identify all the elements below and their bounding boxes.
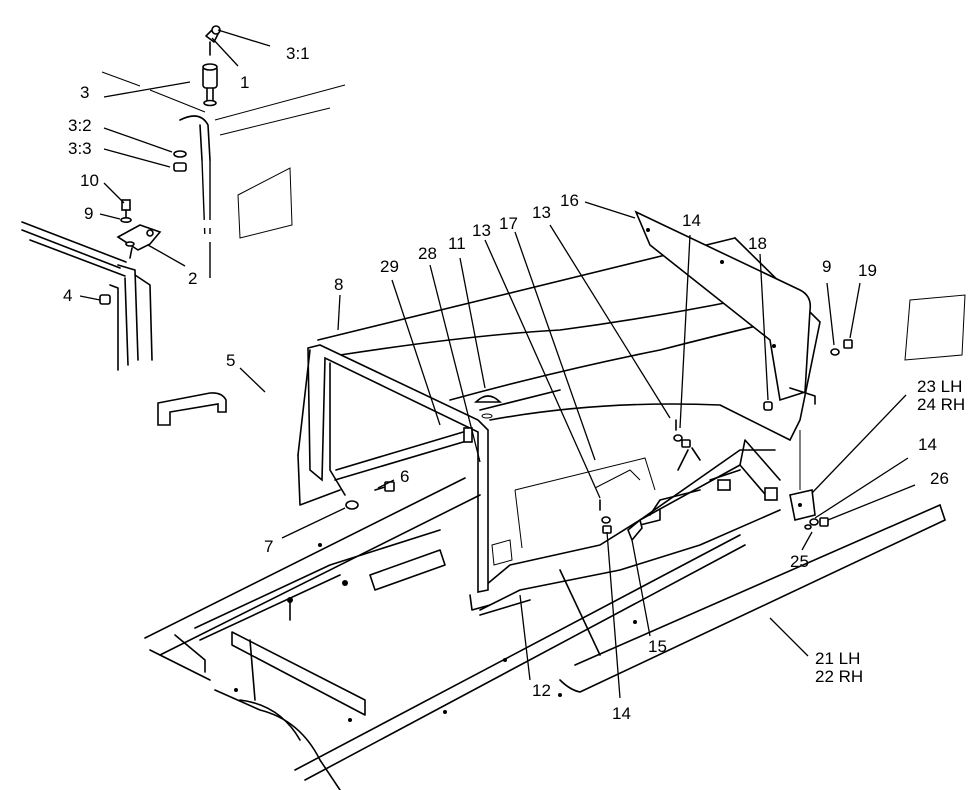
callout-25: 25 [790, 552, 809, 571]
callout-23-lh: 23 LH [917, 377, 963, 396]
callout-21-22: 21 LH 22 RH [815, 650, 863, 686]
grommet-11 [474, 395, 502, 419]
leader-lines [79, 29, 916, 699]
callout-16: 16 [560, 191, 579, 210]
callout-11: 11 [448, 234, 466, 253]
callout-7: 7 [264, 537, 274, 556]
latch-hardware [599, 419, 701, 542]
center-tray [639, 439, 781, 521]
latch-key-part [202, 25, 221, 107]
callout-9-upper-left: 9 [84, 204, 94, 223]
callout-13-left: 13 [472, 221, 491, 240]
callout-14-top: 14 [682, 211, 701, 230]
callout-13-right: 13 [532, 203, 551, 222]
callout-17: 17 [499, 214, 518, 233]
callout-21-lh: 21 LH [815, 649, 861, 668]
callout-15: 15 [648, 637, 667, 656]
callout-29: 29 [380, 257, 399, 276]
callout-14-bottom: 14 [612, 704, 631, 723]
callout-28: 28 [418, 244, 437, 263]
handle-5 [157, 392, 227, 426]
long-rail-21-22 [559, 430, 946, 693]
callout-3-3: 3:3 [68, 139, 92, 158]
callout-3-2: 3:2 [68, 116, 92, 135]
bracket-23-24 [789, 489, 829, 530]
callout-24-rh: 24 RH [917, 395, 966, 414]
callout-3-1: 3:1 [286, 44, 310, 63]
callout-23-24: 23 LH 24 RH [917, 378, 965, 414]
callout-9-right: 9 [822, 257, 832, 276]
washer-parts [173, 150, 187, 172]
decal-plate [904, 294, 966, 361]
hardware-9-19 [830, 339, 853, 356]
callout-5: 5 [226, 351, 236, 370]
callout-18: 18 [748, 234, 767, 253]
rear-panel-8 [297, 344, 491, 611]
callout-10: 10 [80, 171, 99, 190]
callout-14-right: 14 [918, 435, 937, 454]
callout-26: 26 [930, 469, 949, 488]
callout-8: 8 [334, 275, 344, 294]
frame-chassis [144, 477, 746, 790]
hood-edge-fragment [101, 71, 346, 278]
side-panel-right [634, 210, 816, 411]
callout-12: 12 [532, 681, 551, 700]
callout-2: 2 [188, 269, 198, 288]
callout-3: 3 [80, 83, 90, 102]
callout-4: 4 [63, 286, 73, 305]
callout-19: 19 [858, 261, 877, 280]
callout-22-rh: 22 RH [815, 667, 864, 686]
bolt-6-knob-7 [345, 481, 395, 510]
callout-1: 1 [240, 73, 250, 92]
bracket-assembly [116, 199, 162, 259]
callout-6: 6 [400, 467, 410, 486]
left-frame-rail [21, 221, 153, 371]
